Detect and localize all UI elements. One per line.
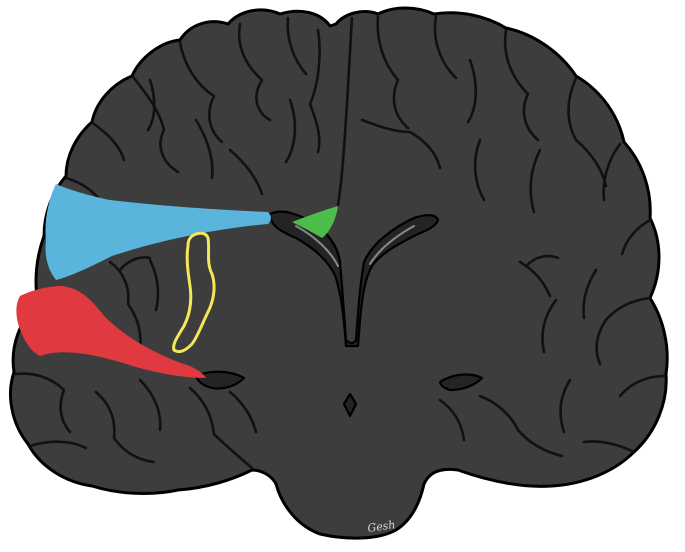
ventricles xyxy=(118,210,560,418)
yellow-outline xyxy=(172,231,216,354)
lateral-ventricles xyxy=(268,210,440,348)
green-region xyxy=(292,206,338,238)
interhemispheric-fissure xyxy=(336,16,354,207)
blue-region xyxy=(45,184,272,280)
left-temporal-horn xyxy=(194,370,246,390)
right-temporal-horn xyxy=(438,373,484,392)
red-region xyxy=(16,286,206,378)
artist-signature: Gesh xyxy=(367,518,397,535)
third-ventricle xyxy=(342,392,358,418)
right-hemisphere-sulci xyxy=(360,14,666,458)
